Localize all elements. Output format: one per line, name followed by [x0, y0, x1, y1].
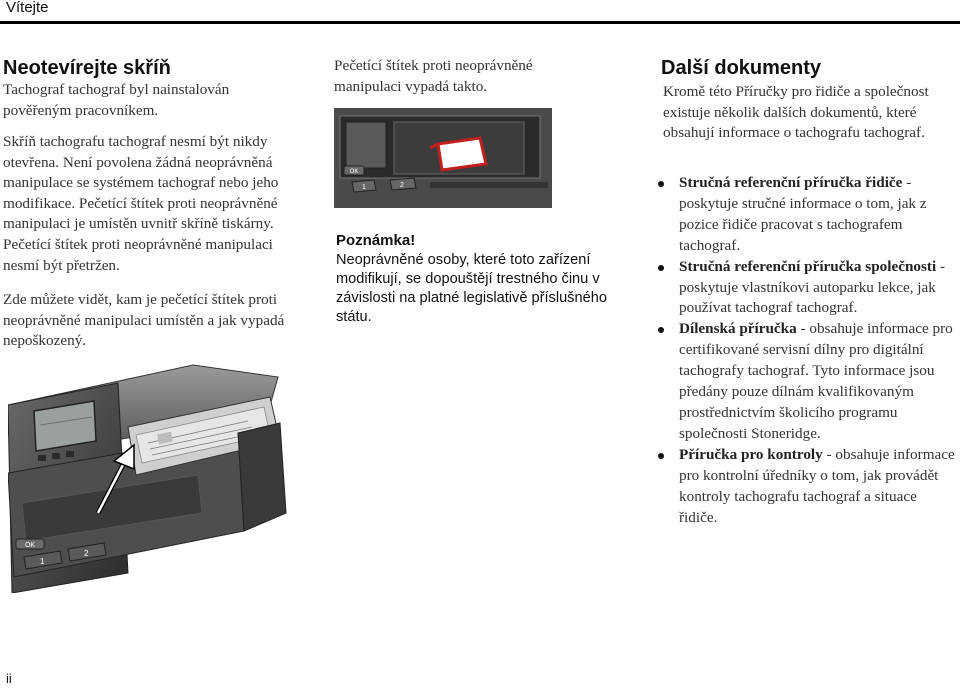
list-item: Příručka pro kontroly - obsahuje informa… [657, 445, 957, 529]
list-item: Dílenská příručka - obsahuje informace p… [657, 319, 957, 444]
header-divider [0, 21, 960, 24]
seal-location-paragraph: Zde můžete vidět, kam je pečetící štítek… [3, 291, 285, 350]
list-item-text: - obsahuje informace pro certifikované s… [679, 320, 953, 442]
button-2-label-large: 2 [84, 549, 89, 558]
installation-paragraph: Tachograf tachograf byl nainstalován pov… [3, 81, 230, 119]
section-heading-other-documents: Další dokumenty [661, 57, 822, 79]
list-item-text: - obsahuje informace pro kontrolní úředn… [679, 445, 955, 526]
list-item-title: Dílenská příručka [679, 320, 797, 338]
bullet-icon [658, 452, 664, 459]
list-item-title: Stručná referenční příručka společnosti [679, 257, 937, 275]
page-header: Vítejte [0, 0, 960, 24]
button-2-label-small: 2 [400, 182, 404, 189]
list-item-title: Příručka pro kontroly [679, 445, 823, 463]
seal-caption: Pečetící štítek proti neoprávněné manipu… [334, 57, 533, 95]
other-documents-intro: Kromě této Příručky pro řidiče a společn… [663, 83, 929, 142]
note-heading: Poznámka! [336, 232, 416, 249]
page-number: ii [6, 671, 12, 686]
button-1-label-large: 1 [40, 557, 45, 566]
ok-label-large: OK [25, 542, 35, 549]
documents-list: Stručná referenční příručka řidiče - pos… [657, 173, 957, 528]
note-text: Neoprávněné osoby, které toto zařízení m… [336, 252, 607, 325]
tamper-seal-illustration: OK 1 2 [334, 108, 552, 213]
ok-button-large [15, 538, 45, 550]
button-1-label-small: 1 [362, 184, 366, 191]
red-seal-label [436, 136, 488, 172]
list-item-title: Stručná referenční příručka řidiče [679, 174, 903, 191]
header-title: Vítejte [6, 0, 49, 16]
bullet-icon [658, 327, 664, 334]
bullet-icon [658, 264, 664, 271]
list-item: Stručná referenční příručka společnosti … [657, 257, 957, 320]
section-heading-do-not-open: Neotevírejte skříň [3, 57, 171, 79]
bullet-icon [658, 181, 664, 187]
list-item-text: - poskytuje stručné informace o tom, jak… [679, 174, 927, 254]
ok-label-small: OK [350, 169, 359, 175]
list-item: Stručná referenční příručka řidiče - pos… [657, 173, 957, 257]
list-item-text: - poskytuje vlastníkovi autoparku lekce,… [679, 257, 946, 317]
tachograph-open-drawer-illustration: OK 1 2 [7, 363, 298, 598]
casing-warning-paragraph: Skříň tachografu tachograf nesmí být nik… [3, 133, 279, 274]
